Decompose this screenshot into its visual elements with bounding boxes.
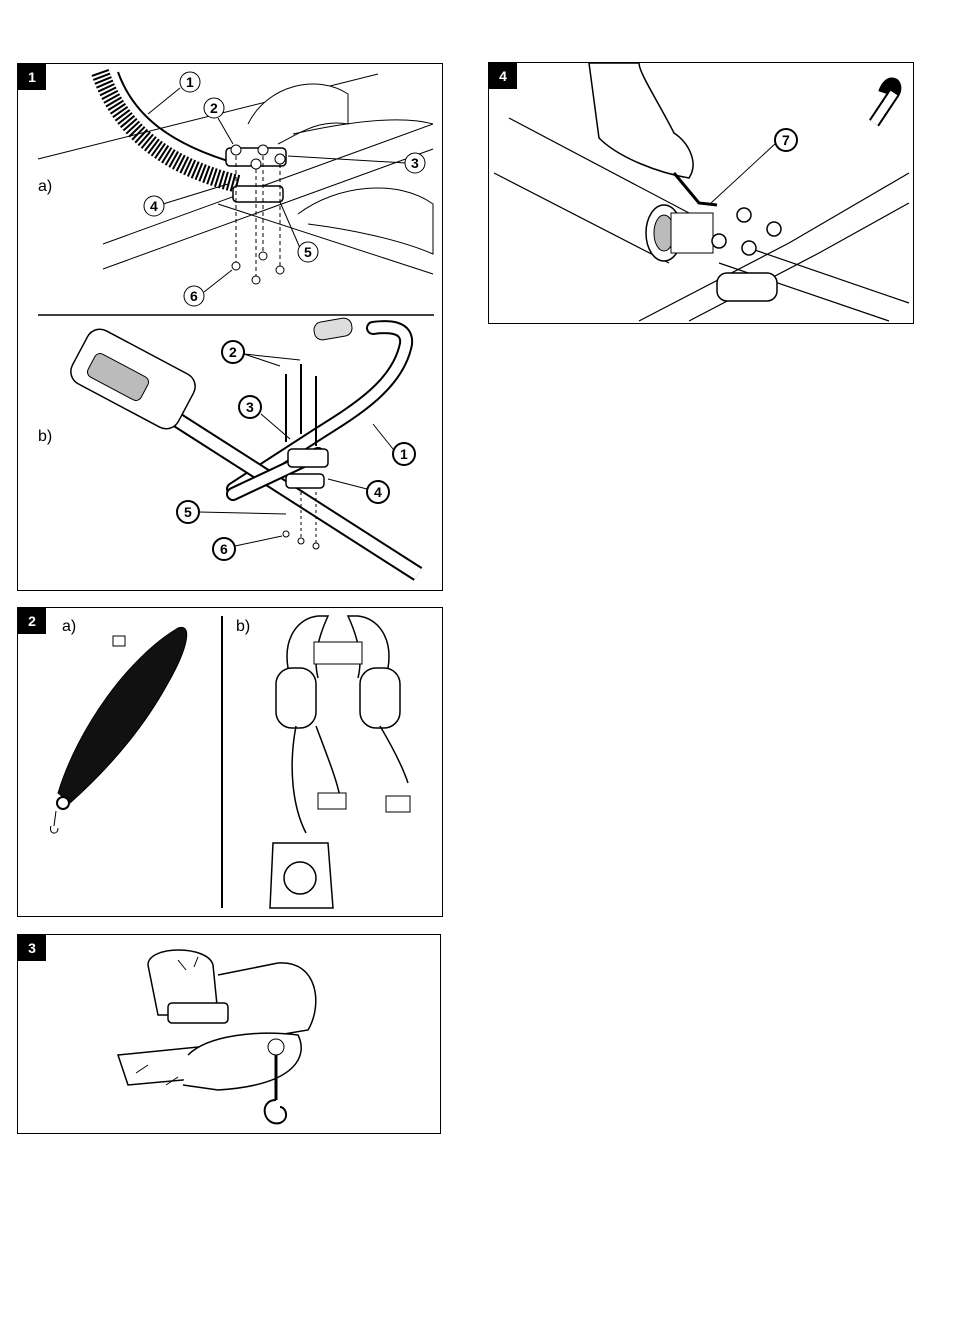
fig1b-callout-1: 1 <box>400 446 408 462</box>
fig1a-callout-1: 1 <box>186 74 194 90</box>
fig4-callout-7: 7 <box>782 132 790 148</box>
figure-3-panel: 3 <box>17 934 441 1134</box>
fig1a-callout-3: 3 <box>411 155 419 171</box>
fig1b-callout-3: 3 <box>246 399 254 415</box>
figure-2-illustration <box>18 608 442 916</box>
figure-4-panel: 4 7 <box>488 62 914 324</box>
figure-4-illustration: 7 <box>489 63 913 323</box>
fig1b-callout-5: 5 <box>184 504 192 520</box>
figure-3-illustration <box>18 935 440 1133</box>
fig1a-callout-4: 4 <box>150 198 158 214</box>
fig1a-callout-2: 2 <box>210 100 218 116</box>
fig1a-callout-6: 6 <box>190 288 198 304</box>
figure-1-panel: 1 a) b) <box>17 63 443 591</box>
figure-2-panel: 2 a) b) <box>17 607 443 917</box>
fig1b-callout-4: 4 <box>374 484 382 500</box>
fig1a-callout-5: 5 <box>304 244 312 260</box>
figure-1-illustration: 1 2 3 4 5 6 <box>18 64 442 590</box>
fig1b-callout-6: 6 <box>220 541 228 557</box>
fig1b-callout-2: 2 <box>229 344 237 360</box>
